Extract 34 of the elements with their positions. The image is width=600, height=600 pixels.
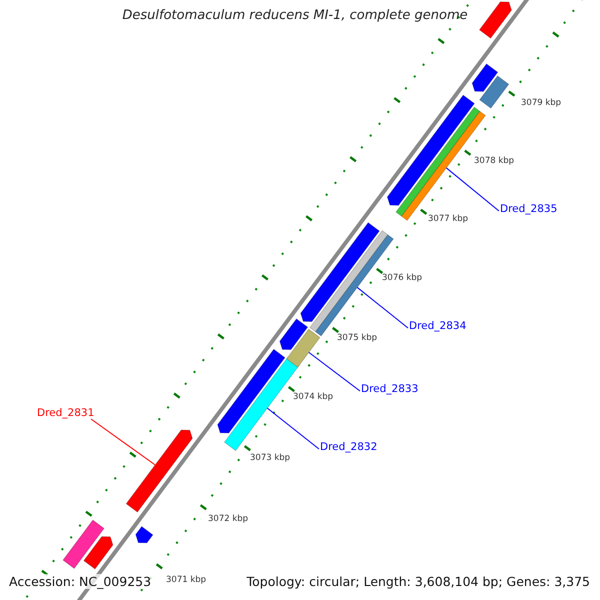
gene-label: Dred_2834 (409, 320, 466, 332)
leader-line (308, 352, 360, 392)
leader-line (356, 286, 408, 328)
gene-label: Dred_2833 (361, 383, 418, 395)
gene-bar (279, 318, 308, 350)
gene-bar (62, 520, 104, 569)
scale-tick-label: 3073 kbp (250, 453, 290, 463)
scale-tick-label: 3075 kbp (337, 333, 378, 343)
gene-bar (386, 94, 475, 206)
gene-label: Dred_2835 (500, 203, 558, 215)
gene-bar (286, 328, 320, 368)
leader-line (446, 167, 500, 212)
gene-bar (300, 222, 380, 322)
diagram-title: Desulfotomaculum reducens MI-1, complete genome (121, 8, 469, 23)
leader-line (266, 408, 320, 450)
genome-summary-text: Topology: circular; Length: 3,608,104 bp; Genes: 3,375 (244, 574, 592, 589)
gene-bar (479, 75, 510, 109)
scale-tick-label: 3076 kbp (382, 273, 422, 283)
gene-bar (472, 63, 498, 92)
gene-bar (126, 430, 193, 512)
gene-bar (83, 536, 114, 570)
scale-tick-label: 3074 kbp (293, 392, 334, 402)
scale-tick-label: 3072 kbp (208, 514, 248, 524)
gene-bar (478, 2, 512, 39)
scale-tick-label: 3071 kbp (166, 575, 206, 585)
gene-bar (135, 526, 154, 544)
accession-text: Accession: NC_009253 (7, 574, 154, 589)
leader-line (90, 418, 156, 466)
gene-label: Dred_2831 (37, 407, 94, 419)
gene-label: Dred_2832 (320, 441, 378, 453)
gene-bar (217, 348, 286, 434)
scale-tick-label: 3079 kbp (521, 98, 562, 108)
scale-tick-label: 3078 kbp (474, 156, 514, 166)
scale-tick-label: 3077 kbp (428, 214, 468, 224)
